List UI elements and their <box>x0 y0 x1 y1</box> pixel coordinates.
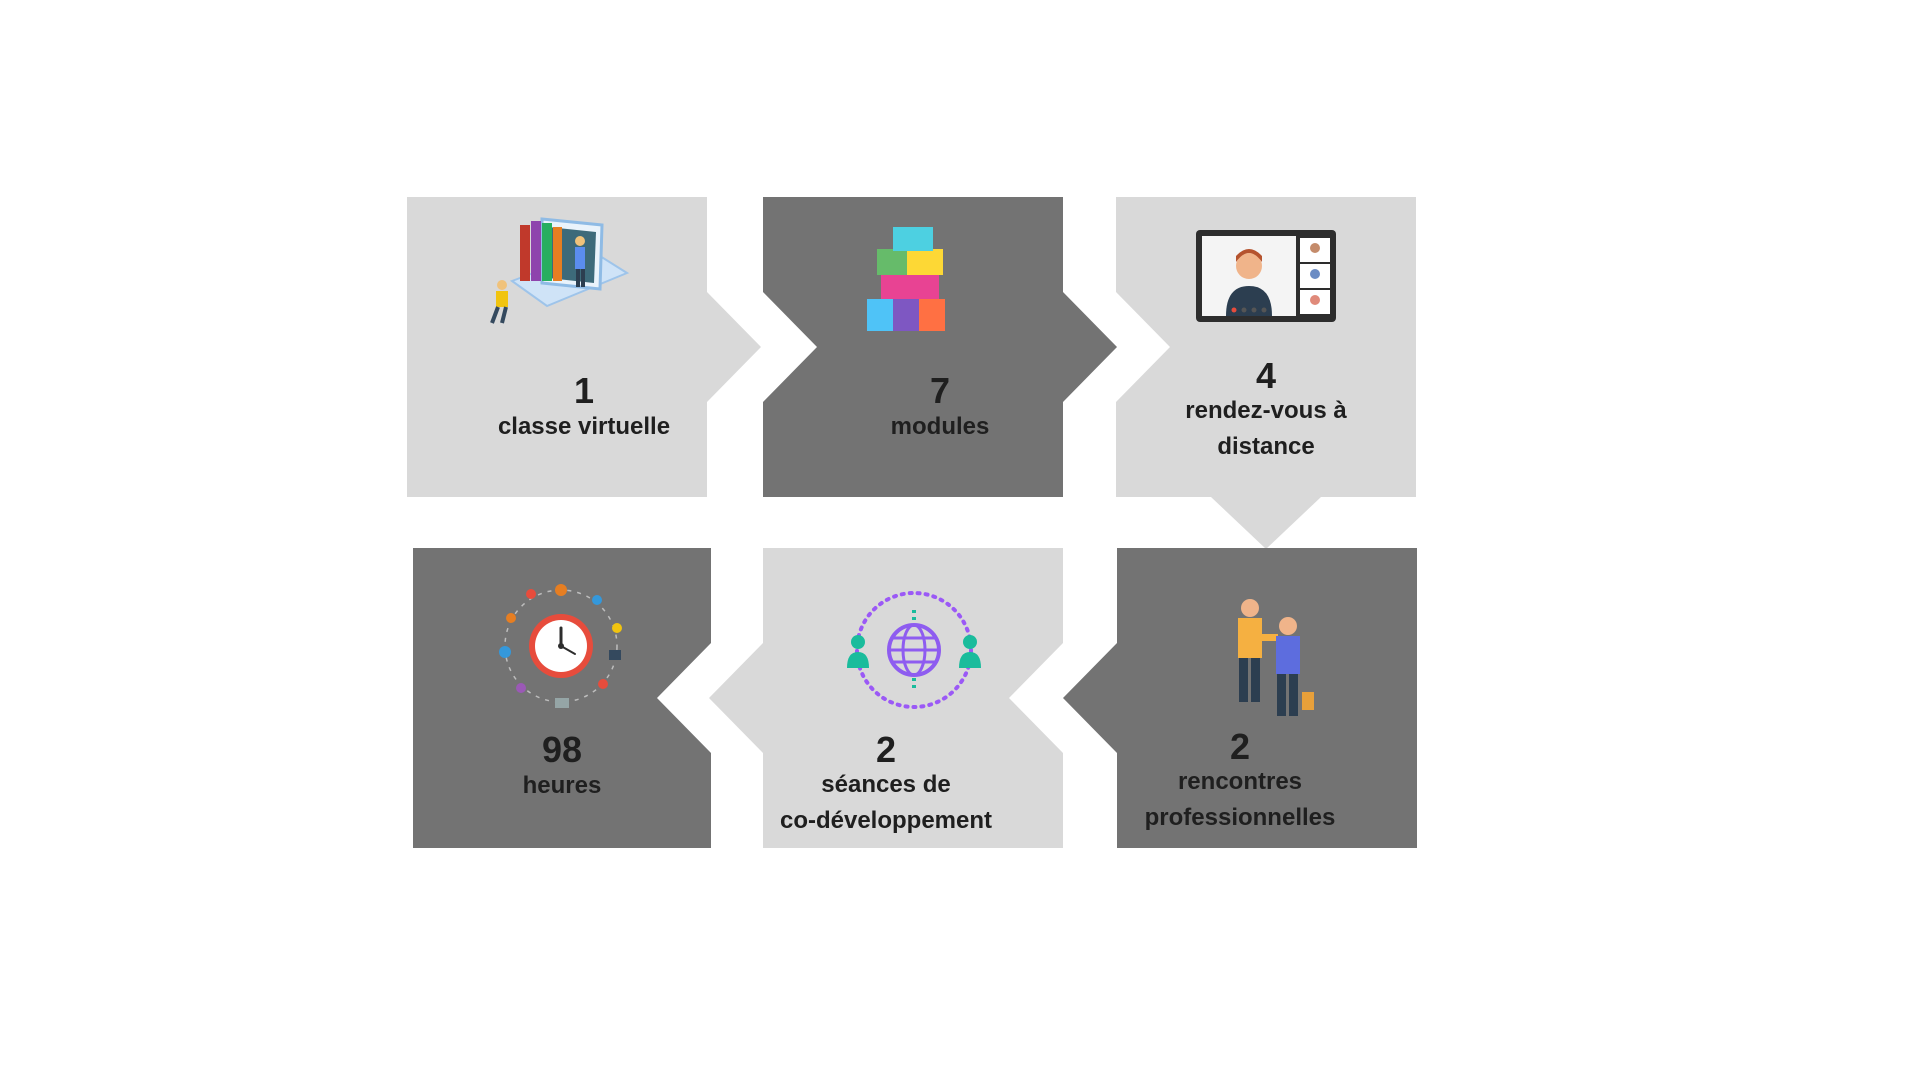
step-arrow-shape <box>1116 197 1416 549</box>
step-number: 2 <box>875 729 897 770</box>
step-rendez-vous: 4 rendez-vous à distance <box>1116 197 1416 549</box>
step-arrow-shape <box>763 197 1117 497</box>
virtual-classroom-icon <box>490 217 630 324</box>
step-number: 98 <box>541 729 583 770</box>
building-blocks-icon <box>867 227 945 331</box>
handshake-icon <box>1238 599 1314 716</box>
step-label: séances de co-développement <box>779 771 993 834</box>
step-label: rencontres professionnelles <box>1144 768 1336 831</box>
step-arrow-shape <box>407 197 761 497</box>
clock-icon <box>499 584 622 708</box>
video-call-icon <box>1196 230 1336 322</box>
step-co-developpement: 2 séances de co-développement <box>709 548 1063 848</box>
step-number: 1 <box>573 370 595 411</box>
step-label: modules <box>890 413 990 440</box>
step-classe-virtuelle: 1 classe virtuelle <box>407 197 761 497</box>
network-globe-icon <box>847 591 981 709</box>
step-number: 7 <box>929 370 951 411</box>
step-label: rendez-vous à distance <box>1185 397 1347 460</box>
step-number: 4 <box>1255 355 1277 396</box>
step-label: classe virtuelle <box>497 413 671 440</box>
step-label: heures <box>522 772 602 799</box>
step-number: 2 <box>1229 726 1251 767</box>
step-heures: 98 heures <box>413 548 711 848</box>
step-modules: 7 modules <box>763 197 1117 497</box>
step-rencontres: 2 rencontres professionnelles <box>1063 548 1417 848</box>
